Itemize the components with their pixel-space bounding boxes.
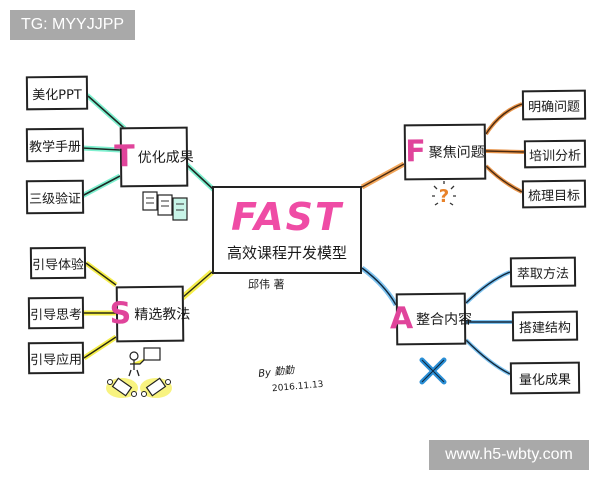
classroom-icon xyxy=(106,347,172,398)
watermark-bottom-right: www.h5-wbty.com xyxy=(429,440,589,470)
leaf-s-1: 引导体验 xyxy=(29,246,87,280)
leaf-label: 教学手册 xyxy=(28,139,82,155)
booklets-icon xyxy=(142,191,188,221)
f-branch-lines xyxy=(360,102,525,194)
node-t-optimize-results: T 优化成果 xyxy=(114,126,194,188)
center-node: FAST 高效课程开发模型 xyxy=(212,186,362,274)
leaf-label: 培训分析 xyxy=(528,148,582,164)
tools-icon xyxy=(419,357,447,385)
a-branch-lines xyxy=(360,265,512,376)
leaf-label: 搭建结构 xyxy=(518,320,572,336)
letter-s: S xyxy=(109,296,132,332)
leaf-label: 引导思考 xyxy=(29,307,83,323)
leaf-t-3: 三级验证 xyxy=(25,179,85,215)
node-s-teaching-methods: S 精选教法 xyxy=(110,285,190,343)
node-label: 整合内容 xyxy=(416,311,473,329)
leaf-s-2: 引导思考 xyxy=(27,296,85,330)
watermark-top-left: TG: MYYJJPP xyxy=(10,10,135,40)
leaf-label: 引导应用 xyxy=(29,352,83,368)
leaf-label: 量化成果 xyxy=(518,372,572,388)
node-label: 精选教法 xyxy=(134,306,191,324)
leaf-label: 引导体验 xyxy=(31,257,85,273)
leaf-f-1: 明确问题 xyxy=(521,89,587,121)
node-a-integrate-content: A 整合内容 xyxy=(390,292,472,346)
center-title: FAST xyxy=(231,194,343,239)
node-label: 聚焦问题 xyxy=(428,144,485,162)
leaf-a-2: 搭建结构 xyxy=(511,310,579,342)
leaf-label: 三级验证 xyxy=(28,191,82,207)
question-icon: ? xyxy=(432,181,456,207)
leaf-t-1: 美化PPT xyxy=(25,75,89,111)
s-branch-lines xyxy=(82,260,214,361)
letter-a: A xyxy=(389,301,414,337)
leaf-a-3: 量化成果 xyxy=(509,361,581,395)
t-branch-lines xyxy=(80,93,216,199)
leaf-label: 明确问题 xyxy=(527,99,581,115)
svg-text:?: ? xyxy=(439,186,449,207)
leaf-s-3: 引导应用 xyxy=(27,341,85,375)
letter-t: T xyxy=(114,139,135,175)
center-subtitle: 高效课程开发模型 xyxy=(226,243,347,262)
leaf-label: 美化PPT xyxy=(32,87,82,103)
author-label: 邱伟 著 xyxy=(248,278,285,291)
leaf-label: 萃取方法 xyxy=(516,266,570,282)
node-label: 优化成果 xyxy=(137,149,194,167)
leaf-t-2: 教学手册 xyxy=(25,127,85,163)
letter-f: F xyxy=(405,134,426,170)
node-f-focus-problem: F 聚焦问题 xyxy=(403,123,487,181)
leaf-f-3: 梳理目标 xyxy=(521,179,587,209)
leaf-a-1: 萃取方法 xyxy=(509,256,577,288)
leaf-label: 梳理目标 xyxy=(527,188,581,204)
leaf-f-2: 培训分析 xyxy=(523,139,587,169)
